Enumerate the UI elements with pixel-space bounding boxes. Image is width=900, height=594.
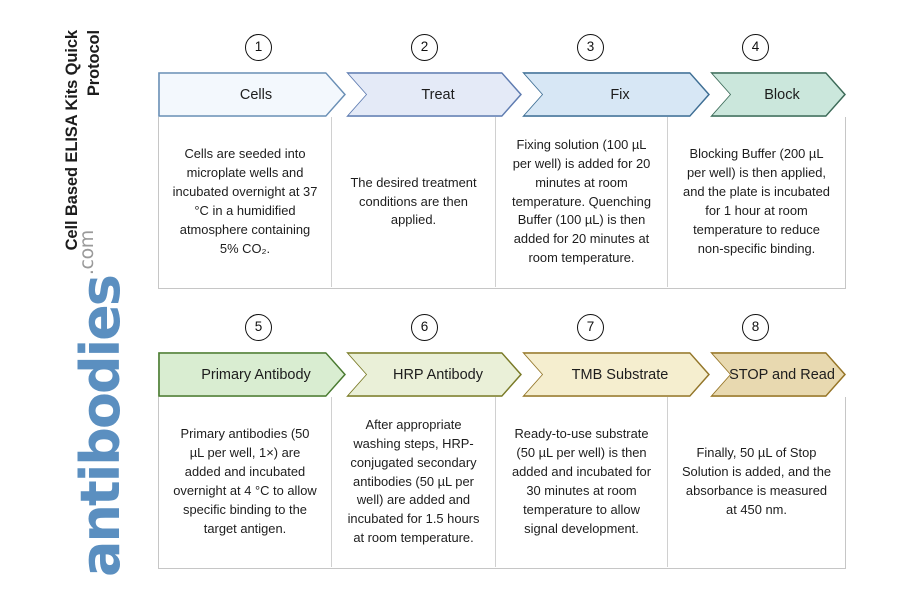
step-number-strip-2: 5 6 7 8: [158, 314, 846, 352]
step-description-2: The desired treatment conditions are the…: [331, 117, 495, 287]
chevron-outline: [522, 352, 710, 397]
step-label-4: Block: [764, 86, 800, 103]
protocol-row-2: 5 6 7 8 Primary Antibody HRP Antibody TMB Sub…: [158, 314, 846, 569]
step-description-5: Primary antibodies (50 µL per well, 1×) …: [159, 397, 331, 567]
step-label-5: Primary Antibody: [201, 366, 311, 383]
step-label-7: TMB Substrate: [571, 366, 669, 383]
step-label-2: Treat: [421, 86, 455, 103]
step-number-badge-2: 2: [411, 34, 438, 61]
brand-logo: antibodies.com: [69, 230, 140, 585]
step-label-1: Cells: [239, 86, 273, 103]
step-description-7: Ready-to-use substrate (50 µL per well) …: [495, 397, 667, 567]
step-number-badge-4: 4: [742, 34, 769, 61]
step-number-badge-5: 5: [245, 314, 272, 341]
step-description-8: Finally, 50 µL of Stop Solution is added…: [667, 397, 845, 567]
step-chevron-8[interactable]: STOP and Read: [710, 352, 846, 397]
brand-logo-word: antibodies: [69, 276, 132, 577]
step-description-text: The desired treatment conditions are the…: [350, 174, 477, 228]
step-description-6: After appropriate washing steps, HRP-con…: [331, 397, 495, 567]
step-description-text: Cells are seeded into microplate wells a…: [172, 146, 318, 256]
chevron-outline: [346, 352, 522, 397]
step-header-strip-2: Primary Antibody HRP Antibody TMB Substrat…: [158, 352, 846, 397]
step-header-strip-1: Cells Treat Fix Block: [158, 72, 846, 117]
chevron-outline: [158, 72, 346, 117]
step-description-text: Fixing solution (100 µL per well) is add…: [511, 136, 651, 266]
step-number-badge-8: 8: [742, 314, 769, 341]
step-chevron-1[interactable]: Cells: [158, 72, 346, 117]
step-label-8: STOP and Read: [729, 366, 835, 383]
step-chevron-2[interactable]: Treat: [346, 72, 522, 117]
step-description-text: After appropriate washing steps, HRP-con…: [347, 416, 480, 546]
step-label-3: Fix: [610, 86, 630, 103]
step-description-text: Blocking Buffer (200 µL per well) is the…: [683, 146, 830, 256]
step-chevron-6[interactable]: HRP Antibody: [346, 352, 522, 397]
step-number-badge-6: 6: [411, 314, 438, 341]
step-body-strip-1: Cells are seeded into microplate wells a…: [158, 117, 846, 289]
step-number-badge-3: 3: [577, 34, 604, 61]
chevron-outline: [710, 72, 846, 117]
step-label-6: HRP Antibody: [392, 366, 483, 383]
step-number-badge-7: 7: [577, 314, 604, 341]
step-number-strip-1: 1 2 3 4: [158, 34, 846, 72]
step-number-badge-1: 1: [245, 34, 272, 61]
step-description-3: Fixing solution (100 µL per well) is add…: [495, 117, 667, 287]
step-description-4: Blocking Buffer (200 µL per well) is the…: [667, 117, 845, 287]
chevron-outline: [710, 352, 846, 397]
chevron-outline: [346, 72, 522, 117]
step-description-text: Ready-to-use substrate (50 µL per well) …: [511, 426, 652, 536]
step-chevron-7[interactable]: TMB Substrate: [522, 352, 710, 397]
chevron-outline: [522, 72, 710, 117]
step-description-text: Primary antibodies (50 µL per well, 1×) …: [173, 426, 317, 536]
step-body-strip-2: Primary antibodies (50 µL per well, 1×) …: [158, 397, 846, 569]
brand-logo-tld: .com: [76, 230, 98, 276]
step-chevron-5[interactable]: Primary Antibody: [158, 352, 346, 397]
step-description-text: Finally, 50 µL of Stop Solution is added…: [681, 445, 832, 517]
step-chevron-4[interactable]: Block: [710, 72, 846, 117]
chevron-outline: [158, 352, 346, 397]
step-description-1: Cells are seeded into microplate wells a…: [159, 117, 331, 287]
step-chevron-3[interactable]: Fix: [522, 72, 710, 117]
protocol-row-1: 1 2 3 4 Cells Treat Fix Block Cells are seeded…: [158, 34, 846, 289]
